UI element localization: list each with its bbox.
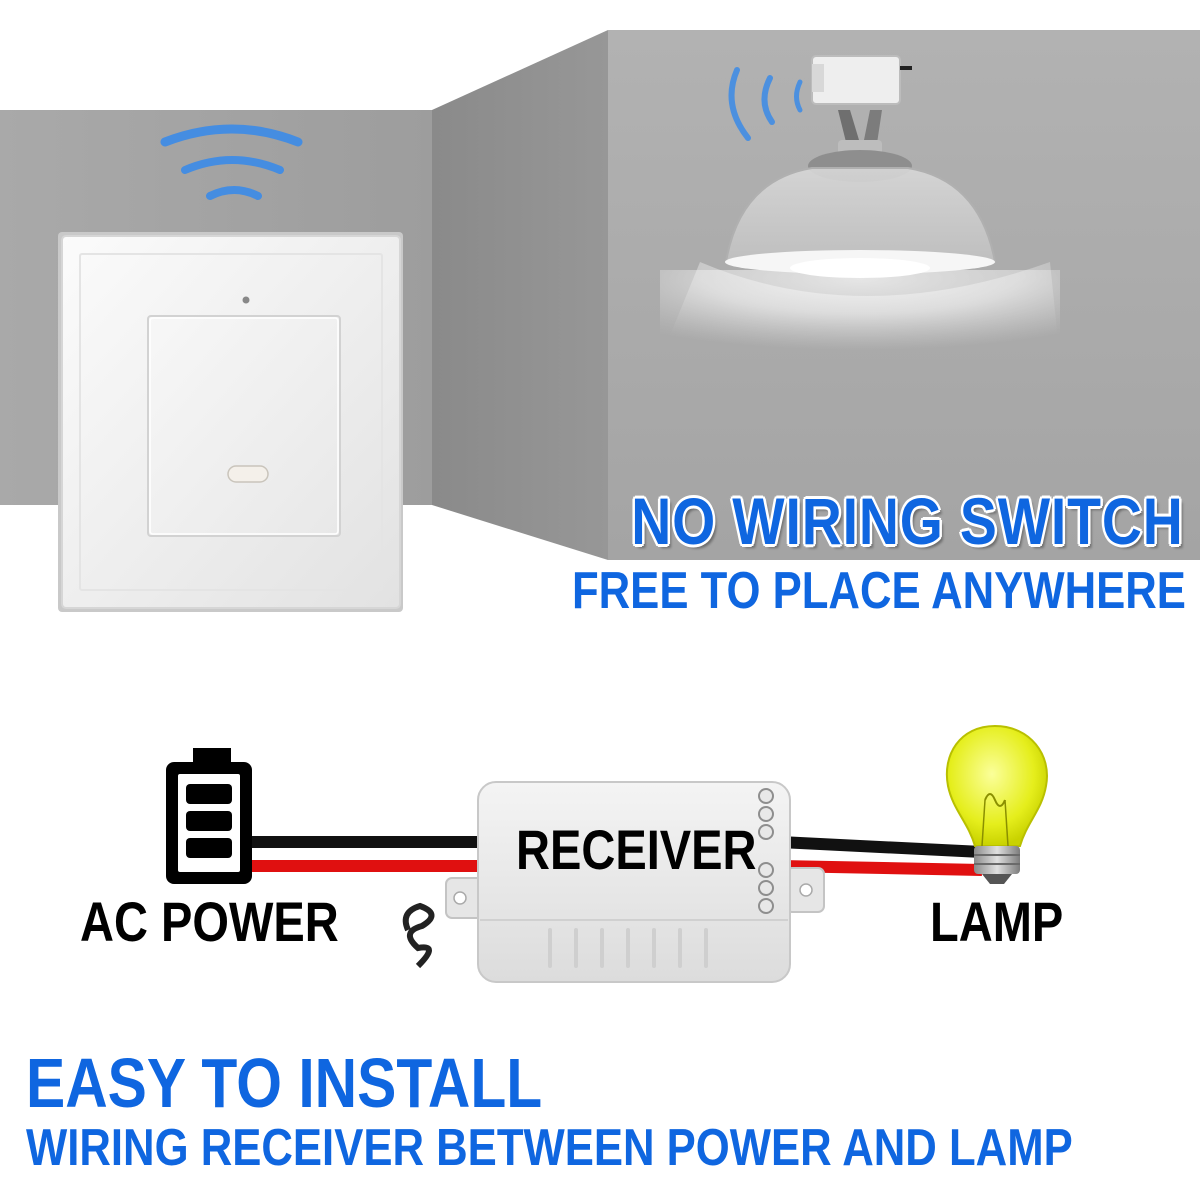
ac-power-label: AC POWER [80,890,339,953]
lamp-label: LAMP [930,890,1064,953]
install-title: EASY TO INSTALL [26,1044,543,1122]
wireless-signal-icon [728,67,803,141]
light-bulb-icon [945,724,1048,884]
headline: NO WIRING SWITCH [631,484,1184,558]
receiver-module-icon [811,55,912,105]
ceiling-lamp-icon [660,110,1060,360]
battery-icon [166,748,252,884]
subline: FREE TO PLACE ANYWHERE [571,562,1186,620]
receiver-module-icon [402,781,825,983]
wiring [246,836,983,876]
install-subtitle: WIRING RECEIVER BETWEEN POWER AND LAMP [26,1119,1073,1177]
receiver-label: RECEIVER [516,818,757,881]
wireless-signal-icon [160,124,303,200]
wall-switch-icon [58,232,403,612]
